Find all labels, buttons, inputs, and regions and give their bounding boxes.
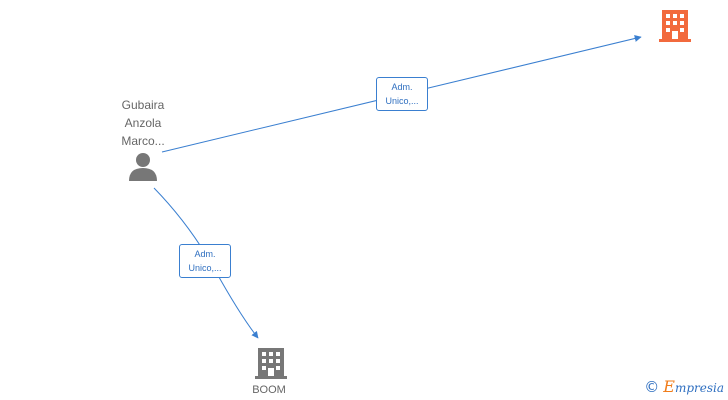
copyright-icon: ©: [644, 377, 660, 396]
person-name-line: Gubaira: [121, 98, 165, 112]
edge-label-line: Unico,...: [188, 263, 222, 273]
building-icon[interactable]: [255, 348, 287, 379]
brand-initial: E: [663, 377, 675, 396]
edge-label-line: Adm.: [391, 82, 413, 92]
person-name-line: Marco...: [121, 134, 165, 148]
edge-label-line: Unico,...: [385, 96, 419, 106]
edge-label-boom[interactable]: Adm. Unico,...: [179, 244, 231, 278]
person-name-line: Anzola: [124, 116, 162, 130]
brand-logo: Empresia: [663, 377, 724, 396]
person-name-label[interactable]: Gubaira Anzola Marco...: [103, 96, 183, 150]
edge-label-top[interactable]: Adm. Unico,...: [376, 77, 428, 111]
empresia-watermark: © Empresia: [644, 377, 724, 396]
edge-label-line: Adm.: [194, 249, 216, 259]
brand-rest: mpresia: [674, 381, 724, 395]
building-icon[interactable]: [659, 10, 691, 42]
company-name-label[interactable]: BOOM: [252, 384, 286, 396]
person-icon[interactable]: [129, 153, 157, 181]
